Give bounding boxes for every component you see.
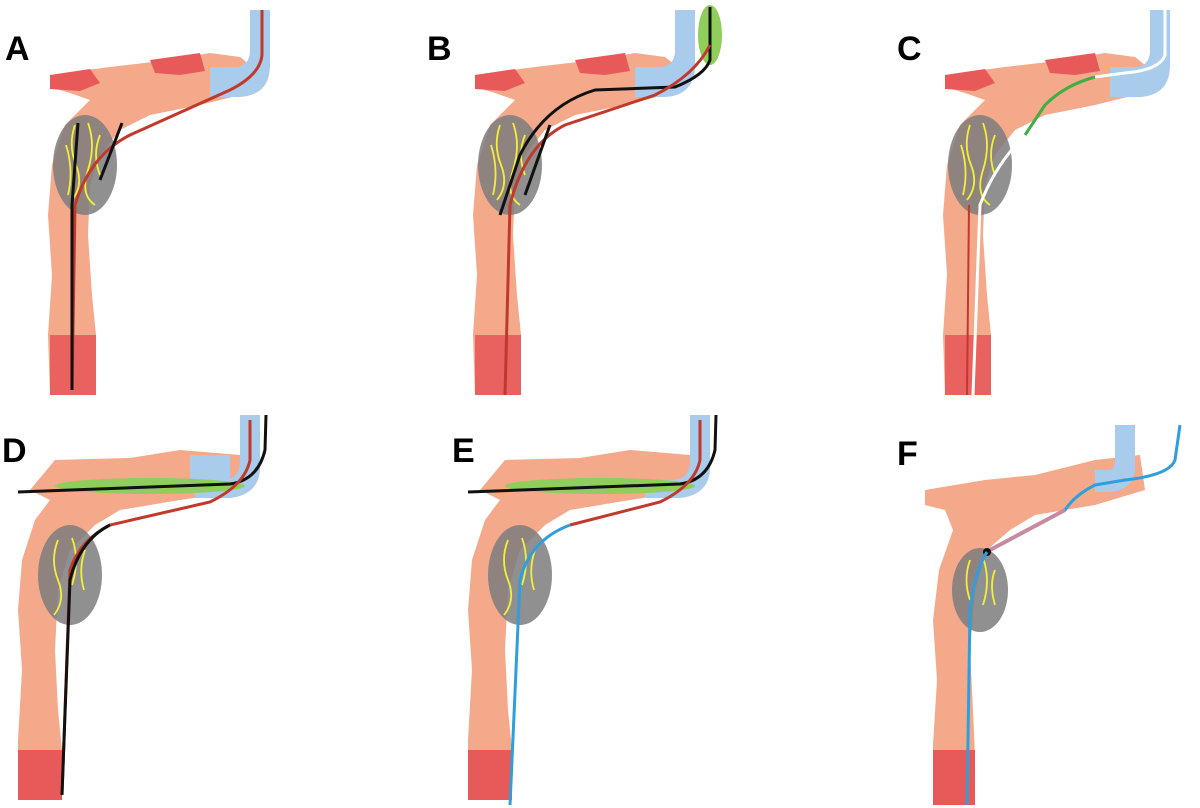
panel-label-b: B [427, 30, 452, 68]
panel-a: A [5, 10, 270, 395]
panel-label-a: A [5, 30, 30, 68]
panel-label-f: F [897, 435, 918, 473]
panel-d: D [2, 414, 268, 800]
panel-b: B [427, 5, 722, 396]
panel-c: C [897, 10, 1170, 396]
panel-f: F [897, 424, 1182, 806]
panel-label-e: E [452, 432, 475, 470]
panel-label-c: C [897, 30, 922, 68]
panel-e: E [452, 414, 718, 806]
panel-label-d: D [2, 432, 27, 470]
